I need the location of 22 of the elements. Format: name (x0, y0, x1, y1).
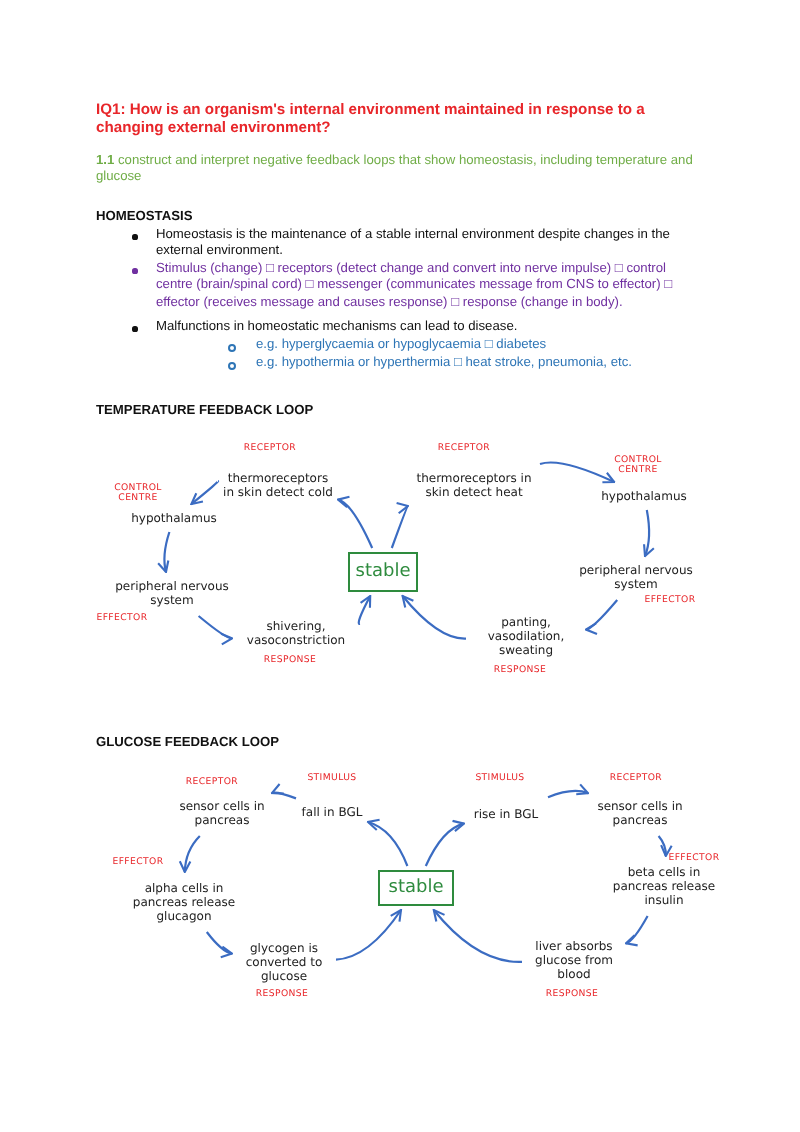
arrow (642, 509, 655, 558)
arrow (366, 819, 409, 867)
arrow (432, 908, 522, 963)
arrow (336, 497, 374, 549)
arrow (179, 835, 201, 874)
arrow (584, 599, 619, 634)
arrow (390, 504, 410, 549)
arrow (547, 783, 590, 799)
arrow (190, 480, 219, 506)
arrow (335, 908, 403, 961)
state-box: stable (378, 870, 454, 906)
arrow (357, 594, 372, 625)
arrow (424, 820, 466, 867)
arrow (197, 615, 234, 644)
arrow (624, 915, 649, 946)
arrow (539, 461, 616, 484)
arrow (657, 835, 673, 858)
arrow (401, 594, 467, 640)
arrow (270, 783, 297, 800)
state-box: stable (348, 552, 418, 592)
arrow (205, 931, 234, 958)
arrow (157, 531, 171, 574)
